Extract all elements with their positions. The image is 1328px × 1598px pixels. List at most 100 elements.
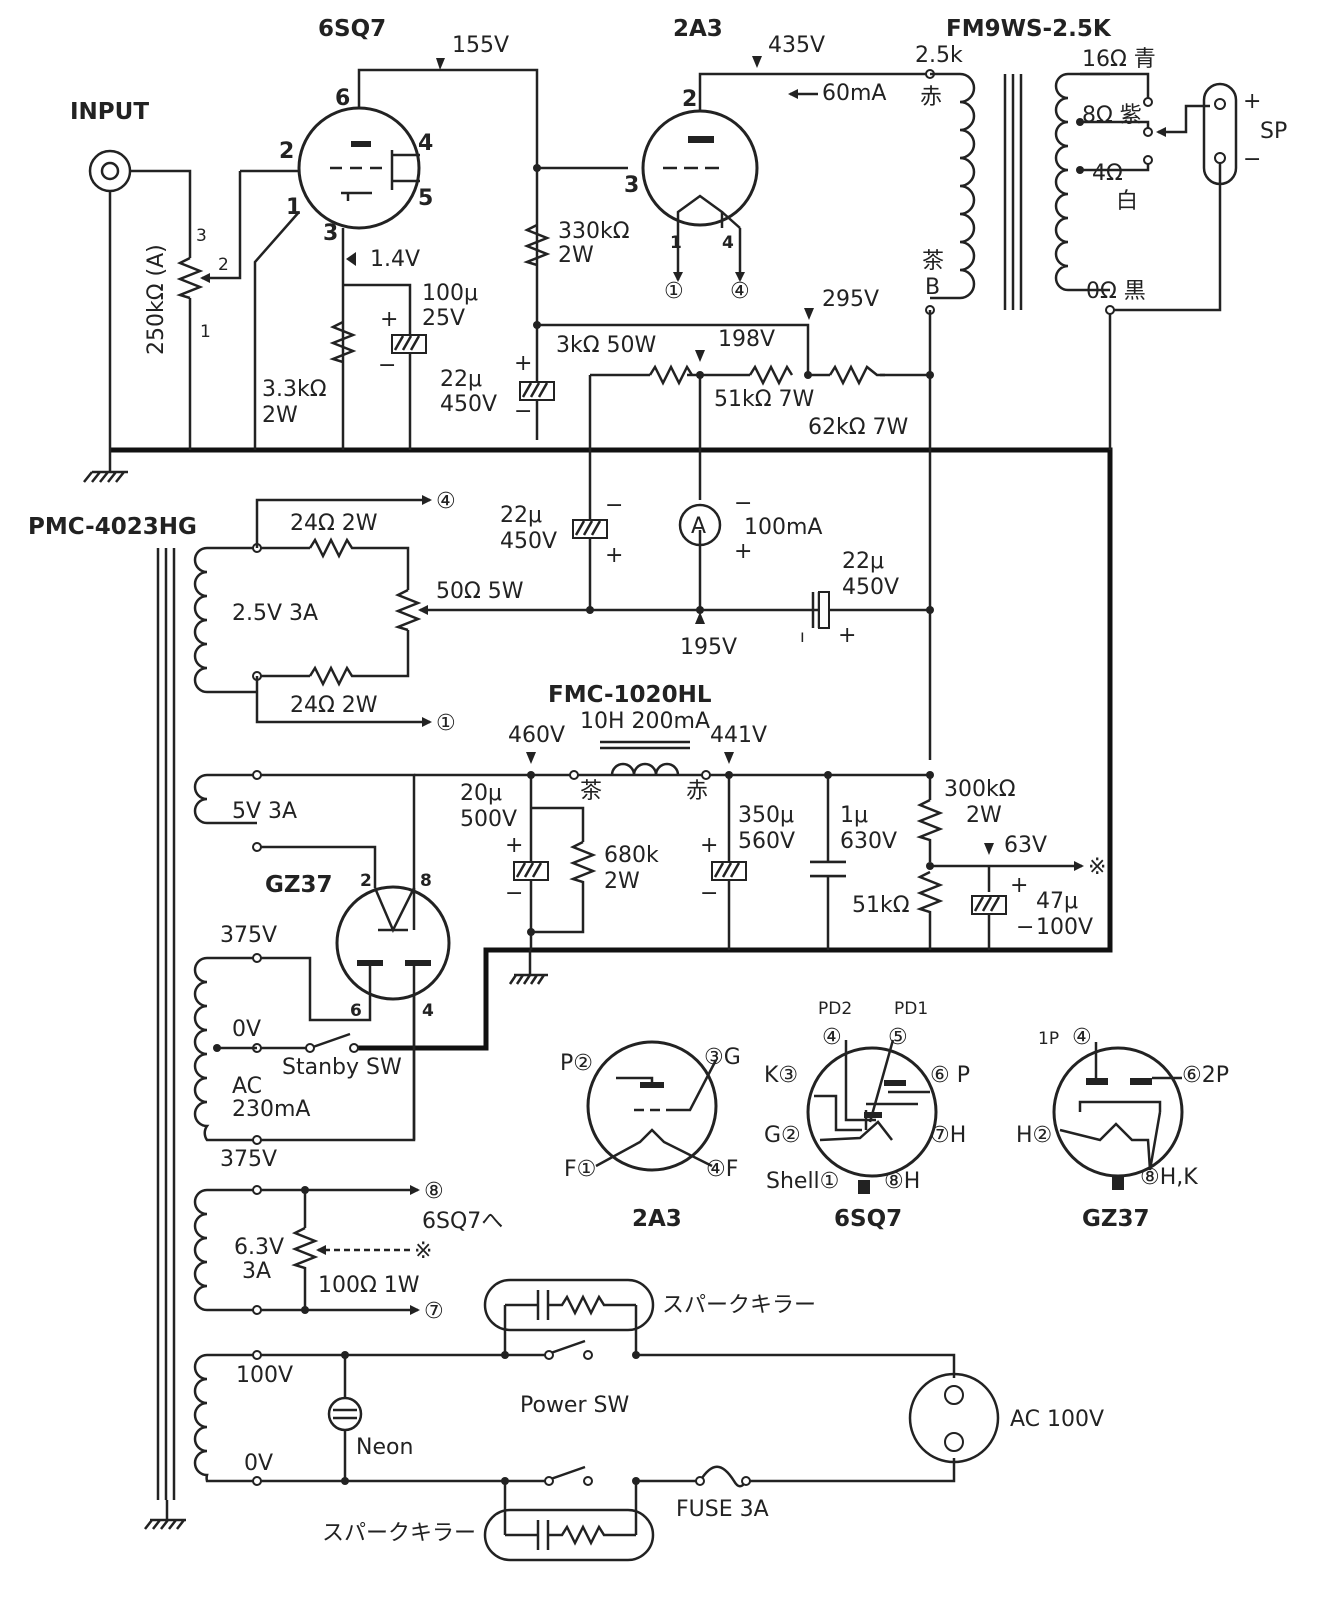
voltage-435v: 435V xyxy=(768,33,825,58)
ammeter[interactable] xyxy=(678,503,722,547)
spark-killer-bot[interactable] xyxy=(483,1508,655,1562)
ac-plug[interactable] xyxy=(908,1372,1000,1464)
hv-wires xyxy=(257,773,930,1142)
opt-primary-coil[interactable] xyxy=(930,72,976,300)
pot-100-ohm[interactable] xyxy=(291,1226,319,1276)
resistor-330k[interactable] xyxy=(523,223,551,267)
neon-label: Neon xyxy=(356,1435,413,1460)
spark-killer-top-rc xyxy=(503,1290,638,1355)
6sq7-diodes xyxy=(390,150,420,190)
gz37-plate2 xyxy=(405,960,431,966)
input-jack[interactable] xyxy=(88,149,132,193)
c22u-b-volt: 450V xyxy=(500,529,557,554)
arrow-441v xyxy=(724,752,734,764)
c22u-b-value: 22μ xyxy=(500,503,542,528)
r24-top-label: 24Ω 2W xyxy=(290,511,378,536)
resistor-24-top[interactable] xyxy=(308,537,360,559)
opt-brown: 茶 xyxy=(922,249,944,274)
ref8: ⑧ xyxy=(424,1179,444,1204)
2a3-pin3: 3 xyxy=(624,173,639,198)
ptx-hv-coil[interactable] xyxy=(193,956,257,1142)
6sq7-wiring xyxy=(253,68,539,450)
fuse[interactable] xyxy=(698,1465,748,1488)
cap-22u-b-minus: − xyxy=(605,493,623,518)
2a3-tube[interactable] xyxy=(641,109,759,227)
cap-22u-b-plus: + xyxy=(605,543,623,568)
ground-symbol-top xyxy=(83,450,128,483)
6sq7-pin3: 3 xyxy=(323,221,338,246)
6sq7-pin2: 2 xyxy=(279,139,294,164)
2a3-pin1: 1 xyxy=(670,233,682,253)
tap-4-label: 4Ω xyxy=(1092,161,1123,186)
voltage-195v: 195V xyxy=(680,635,737,660)
t5v-1 xyxy=(252,770,262,780)
c20u-value: 20μ xyxy=(460,781,502,806)
r62k-label: 62kΩ 7W xyxy=(808,415,909,440)
basing-6sq7-key xyxy=(858,1180,870,1194)
resistor-51k7[interactable] xyxy=(748,364,794,386)
basing-gz37-hk: ⑧H,K xyxy=(1140,1165,1198,1190)
standby-label: Stanby SW xyxy=(282,1055,402,1080)
arrow-195v xyxy=(695,612,705,624)
cap-20u-hatch xyxy=(515,862,543,878)
r300k-value: 300kΩ xyxy=(944,777,1016,802)
ptx-core xyxy=(156,548,176,1500)
voltage-63v: 63V xyxy=(1004,833,1047,858)
tap-4-color: 白 xyxy=(1116,189,1138,214)
resistor-680k[interactable] xyxy=(569,840,597,896)
to-6sq7: 6SQ7へ xyxy=(422,1209,503,1234)
cap-22u-c[interactable] xyxy=(818,591,830,629)
c1u-value: 1μ xyxy=(840,803,868,828)
2a3-pin4: 4 xyxy=(722,233,734,253)
basing-6sq7-pd1: PD1 xyxy=(894,999,928,1019)
neon-lamp[interactable] xyxy=(327,1396,363,1432)
resistor-3k[interactable] xyxy=(648,364,694,386)
basing-6sq7-k: K③ xyxy=(764,1063,798,1088)
standby-sw[interactable] xyxy=(349,1043,359,1053)
gz37-tube[interactable] xyxy=(335,885,451,1001)
resistor-3-3k[interactable] xyxy=(329,320,357,364)
c1u-volt: 630V xyxy=(840,829,897,854)
basing-gz37-p1 xyxy=(1086,1078,1108,1085)
pot-50-ohm[interactable] xyxy=(394,588,422,632)
resistor-24-bot[interactable] xyxy=(308,665,360,687)
choke-core xyxy=(600,740,690,750)
ptx-primary-coil[interactable] xyxy=(193,1353,257,1483)
cap-100u-plus: + xyxy=(380,307,398,332)
6sq7-title: 6SQ7 xyxy=(318,16,386,42)
2a3-ref1: ① xyxy=(664,279,684,304)
ref1-a: ① xyxy=(436,711,456,736)
ptx-2-5v-coil[interactable] xyxy=(193,546,257,694)
opt-title: FM9WS-2.5K xyxy=(946,16,1112,42)
power-sw-a[interactable] xyxy=(583,1350,593,1360)
pot-250k[interactable] xyxy=(176,256,204,300)
ptx-heater-coil[interactable] xyxy=(193,1188,257,1312)
voltage-460v: 460V xyxy=(508,723,565,748)
2a3-plate xyxy=(688,136,714,143)
spark-killer-top[interactable] xyxy=(483,1278,655,1332)
basing-6sq7-name: 6SQ7 xyxy=(834,1206,902,1232)
ptx-5v-coil[interactable] xyxy=(193,773,257,825)
basing-6sq7-d xyxy=(864,1112,882,1118)
power-sw-b[interactable] xyxy=(583,1476,593,1486)
hv-t2 xyxy=(252,1135,262,1145)
resistor-300k[interactable] xyxy=(916,798,944,850)
cap-350u-hatch xyxy=(713,862,741,878)
hv-t1 xyxy=(252,953,262,963)
basing-6sq7-g: G② xyxy=(764,1123,801,1148)
pri-0v: 0V xyxy=(244,1451,273,1476)
sp-minus: − xyxy=(1243,147,1261,172)
basing-2a3-g: ③G xyxy=(704,1045,741,1070)
choke-out xyxy=(701,770,711,780)
gz37-plate1 xyxy=(357,960,383,966)
sp-return xyxy=(1114,163,1222,312)
6sq7-pin4: 4 xyxy=(418,131,433,156)
resistor-51k[interactable] xyxy=(916,870,944,918)
choke-coil[interactable] xyxy=(610,762,680,776)
choke-red: 赤 xyxy=(686,779,708,804)
hv-ct-label: 0V xyxy=(232,1017,261,1042)
sw1-pivot xyxy=(544,1350,554,1360)
opt-secondary-coil[interactable] xyxy=(1054,72,1110,292)
resistor-62k[interactable] xyxy=(828,364,885,386)
